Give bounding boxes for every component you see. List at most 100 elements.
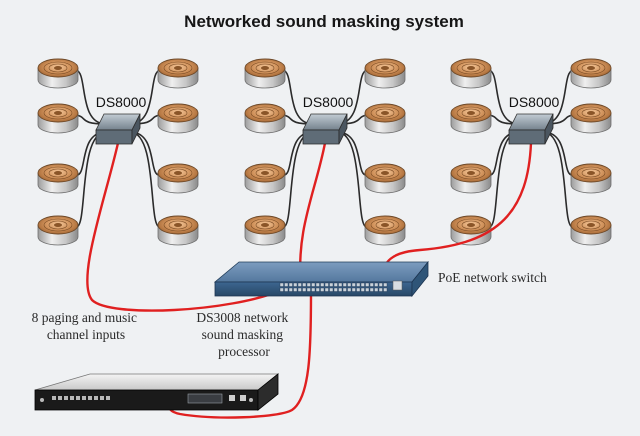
speaker (364, 163, 406, 194)
switch-port (383, 282, 388, 287)
switch-port (374, 282, 379, 287)
speaker (37, 103, 79, 134)
speaker (157, 215, 199, 246)
speaker (244, 58, 286, 89)
switch-port (356, 287, 361, 292)
switch-port (297, 282, 302, 287)
switch-port (306, 282, 311, 287)
processor-label: DS3008 network sound masking processor (196, 310, 291, 359)
speaker (364, 215, 406, 246)
speaker (37, 215, 79, 246)
switch-port (347, 287, 352, 292)
switch-status-light (392, 280, 403, 291)
speaker (157, 58, 199, 89)
processor-button (76, 396, 80, 400)
switch-port (329, 287, 334, 292)
speaker (450, 103, 492, 134)
processor-button (58, 396, 62, 400)
switch-port (324, 287, 329, 292)
switch-port (306, 287, 311, 292)
switch-port (311, 287, 316, 292)
switch-label: PoE network switch (438, 270, 547, 285)
switch-port (329, 282, 334, 287)
speaker (570, 58, 612, 89)
diagram-title: Networked sound masking system (184, 12, 464, 31)
switch-port (320, 287, 325, 292)
speaker (450, 58, 492, 89)
speaker-cable (488, 131, 520, 228)
switch-port (383, 287, 388, 292)
switch-port (338, 282, 343, 287)
processor-button (52, 396, 56, 400)
speaker (450, 163, 492, 194)
speaker-cable (542, 131, 574, 228)
poe-cable (168, 290, 313, 419)
processor-button-row (52, 396, 110, 400)
speaker (157, 103, 199, 134)
processor-button (94, 396, 98, 400)
speaker (364, 58, 406, 89)
switch-port (351, 287, 356, 292)
speaker-cable (75, 69, 107, 125)
hub-label-1: DS8000 (96, 94, 147, 110)
switch-port (333, 287, 338, 292)
processor-knob (240, 395, 246, 401)
hub-label-2: DS8000 (303, 94, 354, 110)
switch-port (288, 282, 293, 287)
speaker (570, 103, 612, 134)
switch-port (284, 282, 289, 287)
switch-port (356, 282, 361, 287)
switch-port (311, 282, 316, 287)
poe-cable (86, 141, 284, 312)
switch-port (302, 282, 307, 287)
switch-port (284, 287, 289, 292)
switch-port-panel (279, 282, 388, 292)
switch-port (338, 287, 343, 292)
processor-knob (229, 395, 235, 401)
speaker (450, 215, 492, 246)
switch-port (333, 282, 338, 287)
poe-cables (86, 141, 533, 419)
poe-cable (299, 141, 327, 284)
switch-port (347, 282, 352, 287)
speaker (37, 163, 79, 194)
switch-port (378, 287, 383, 292)
switch-port (369, 287, 374, 292)
switch-port (297, 287, 302, 292)
switch-port (279, 287, 284, 292)
processor-button (64, 396, 68, 400)
speaker-cable (488, 69, 520, 125)
switch-port (342, 287, 347, 292)
poe-cable (382, 141, 533, 279)
switch-port (342, 282, 347, 287)
ds3008-processor (34, 373, 280, 411)
switch-port (360, 287, 365, 292)
switch-port (365, 287, 370, 292)
speaker (244, 163, 286, 194)
speaker (244, 103, 286, 134)
processor-button (100, 396, 104, 400)
speaker-cable (75, 131, 107, 228)
processor-button (70, 396, 74, 400)
processor-button (106, 396, 110, 400)
ds8000-hub (508, 113, 554, 145)
switch-port (324, 282, 329, 287)
ds8000-hub (302, 113, 348, 145)
speaker (570, 215, 612, 246)
speaker (244, 215, 286, 246)
poe-network-switch (213, 260, 429, 298)
switch-port (293, 282, 298, 287)
speaker (364, 103, 406, 134)
switch-port (320, 282, 325, 287)
ds8000-hub (95, 113, 141, 145)
speaker (157, 163, 199, 194)
switch-port (288, 287, 293, 292)
switch-port (369, 282, 374, 287)
switch-port (365, 282, 370, 287)
processor-button (88, 396, 92, 400)
speaker-cable (336, 131, 368, 228)
switch-port (293, 287, 298, 292)
processor-button (82, 396, 86, 400)
switch-port (351, 282, 356, 287)
